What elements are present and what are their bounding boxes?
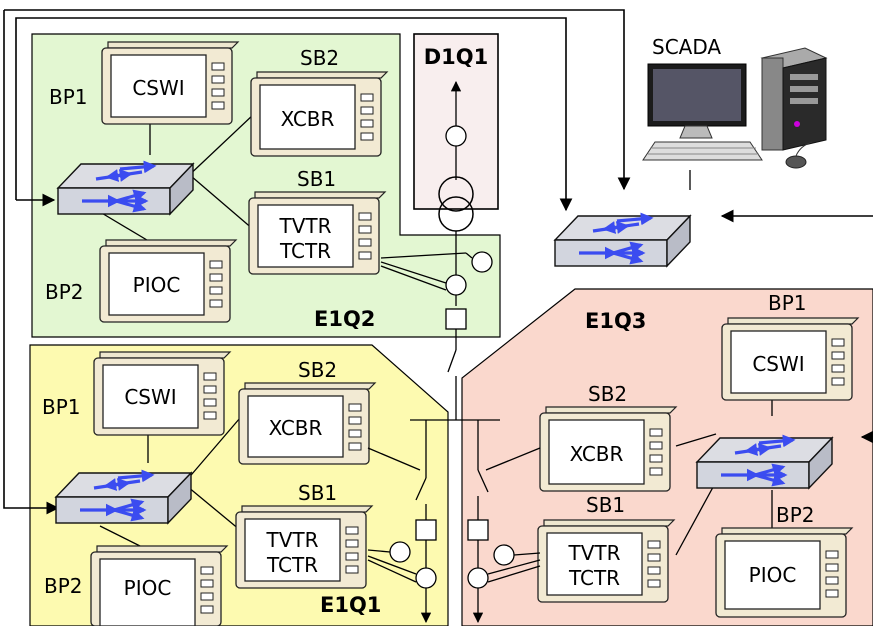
e1q1-sb1-device-label-1: TVTR (265, 528, 318, 552)
e1q1-sb1-label: SB1 (298, 481, 337, 505)
e1q2-bp2-device (99, 239, 238, 323)
e1q3-sb1-device (537, 519, 676, 603)
e1q2-sb1-device-label-1: TVTR (278, 214, 331, 238)
e1q3-sb1-label: SB1 (586, 493, 625, 517)
e1q2-feeder-line (380, 231, 493, 420)
e1q2-bp2-label: BP2 (45, 280, 84, 304)
e1q2-bp1-label: BP1 (49, 85, 88, 109)
e1q2-bp1-device-label: CSWI (132, 76, 184, 100)
e1q2-sb2-device (250, 71, 389, 157)
e1q3-bp1-device-label: CSWI (752, 352, 804, 376)
e1q3-zone-label: E1Q3 (585, 309, 646, 333)
e1q3-bp2-label: BP2 (776, 503, 815, 527)
e1q1-sb2-label: SB2 (298, 358, 337, 382)
scada-computer-icon (642, 47, 828, 190)
e1q2-bp2-device-label: PIOC (133, 273, 181, 297)
e1q1-bp2-device-label: PIOC (124, 576, 172, 600)
e1q3-bp1-device (721, 317, 860, 401)
e1q3-links (675, 398, 773, 556)
e1q2-zone-label: E1Q2 (314, 307, 375, 331)
e1q3-sb2-device (539, 406, 678, 492)
e1q1-feeder-line (367, 420, 437, 624)
e1q3-sb1-device-label-1: TVTR (567, 541, 620, 565)
e1q2-sb2-label: SB2 (300, 46, 339, 70)
d1q1-feeder-line (445, 80, 467, 180)
scada-label: SCADA (652, 35, 721, 59)
e1q1-sb1-device-label-2: TCTR (266, 553, 318, 577)
scada-network-switch (555, 216, 690, 266)
e1q1-bp1-label: BP1 (42, 395, 81, 419)
e1q3-sb1-device-label-2: TCTR (568, 566, 620, 590)
e1q1-bp1-device (93, 351, 232, 436)
e1q2-sb2-device-label: XCBR (281, 107, 335, 131)
e1q1-bp2-label: BP2 (44, 574, 83, 598)
e1q2-sb1-label: SB1 (297, 167, 336, 191)
e1q2-sb1-device (248, 191, 387, 275)
e1q3-sb2-device-label: XCBR (570, 442, 624, 466)
e1q1-sb1-device (235, 505, 374, 589)
e1q1-bp1-device-label: CSWI (124, 385, 176, 409)
e1q1-sb2-device (238, 382, 377, 465)
e1q1-network-switch (56, 473, 191, 523)
e1q2-bp1-device (101, 41, 240, 125)
e1q1-bp2-device (90, 545, 229, 626)
e1q3-sb2-label: SB2 (588, 382, 627, 406)
e1q2-sb1-device-label-2: TCTR (279, 239, 331, 263)
e1q3-feeder-line (467, 420, 541, 624)
scada-cables (3, 9, 873, 515)
d1q1-zone-label: D1Q1 (424, 45, 489, 69)
e1q2-network-switch (58, 164, 193, 214)
e1q3-bp2-device (715, 527, 854, 618)
e1q3-network-switch (697, 438, 832, 488)
e1q3-bp2-device-label: PIOC (749, 563, 797, 587)
e1q1-zone-label: E1Q1 (320, 593, 381, 617)
e1q3-bp1-label: BP1 (768, 291, 807, 315)
e1q1-sb2-device-label: XCBR (269, 416, 323, 440)
